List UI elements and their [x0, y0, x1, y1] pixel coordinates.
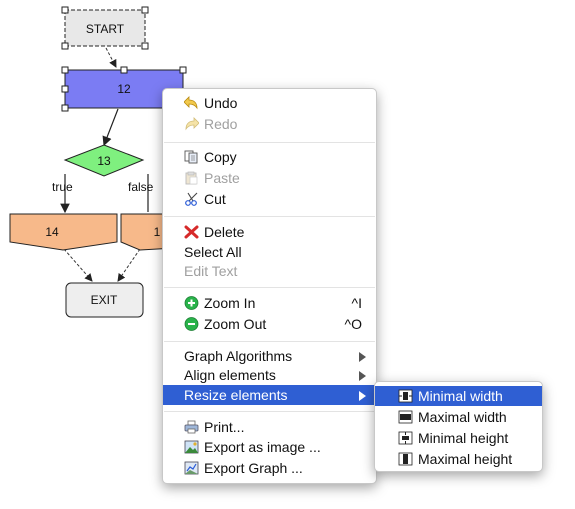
menu-item-undo[interactable]: Undo	[163, 93, 376, 113]
node-14[interactable]: 14	[9, 213, 118, 251]
zoom-in-shortcut: ^I	[351, 295, 362, 311]
menu-item-cut[interactable]: Cut	[163, 189, 376, 209]
edge-12-13	[102, 108, 119, 147]
submenu-item-maximal-width[interactable]: Maximal width	[375, 407, 542, 427]
submenu-item-minimal-width[interactable]: Minimal width	[375, 386, 542, 406]
menu-item-delete-label: Delete	[204, 224, 245, 240]
menu-item-export-image[interactable]: Export as image ...	[163, 437, 376, 457]
node-13[interactable]: 13	[63, 144, 145, 177]
menu-item-select-all[interactable]: Select All	[163, 242, 376, 262]
menu-item-copy-label: Copy	[204, 149, 237, 165]
zoom-in-icon	[184, 296, 199, 310]
menu-separator	[164, 287, 375, 288]
node-1x-label: 1	[154, 225, 161, 239]
menu-item-cut-label: Cut	[204, 191, 226, 207]
menu-item-print-label: Print...	[204, 419, 245, 435]
node-start-label: START	[86, 22, 125, 36]
delete-x-icon	[184, 225, 199, 239]
menu-item-redo-label: Redo	[204, 116, 238, 132]
zoom-out-shortcut: ^O	[344, 316, 362, 332]
copy-icon	[184, 150, 198, 164]
edge-label-false: false	[128, 180, 154, 194]
submenu-item-maximal-height[interactable]: Maximal height	[375, 449, 542, 469]
menu-item-paste[interactable]: Paste	[163, 168, 376, 188]
menu-item-copy[interactable]: Copy	[163, 147, 376, 167]
menu-item-paste-label: Paste	[204, 170, 240, 186]
maximal-width-icon	[398, 410, 413, 424]
context-menu: Undo Redo Copy Paste	[162, 88, 377, 484]
menu-item-align-elements[interactable]: Align elements	[163, 365, 376, 385]
node-12-label: 12	[117, 82, 131, 96]
node-exit[interactable]: EXIT	[65, 282, 144, 318]
menu-item-print[interactable]: Print...	[163, 417, 376, 437]
undo-icon	[184, 96, 198, 110]
edge-label-true: true	[52, 180, 73, 194]
menu-item-undo-label: Undo	[204, 95, 238, 111]
edge-14-exit	[63, 248, 93, 282]
menu-separator	[164, 341, 375, 342]
menu-item-resize-elements[interactable]: Resize elements	[163, 385, 376, 405]
menu-item-redo[interactable]: Redo	[163, 114, 376, 134]
submenu-arrow-icon	[359, 352, 366, 362]
menu-separator	[164, 142, 375, 143]
submenu-arrow-icon	[359, 391, 366, 401]
node-13-label: 13	[97, 154, 111, 168]
submenu-arrow-icon	[359, 371, 366, 381]
menu-item-graph-algorithms-label: Graph Algorithms	[184, 348, 293, 364]
printer-icon	[184, 420, 199, 434]
menu-separator	[164, 411, 375, 412]
menu-item-zoom-out-label: Zoom Out	[204, 316, 267, 332]
export-graph-icon	[184, 461, 199, 475]
node-start[interactable]: START	[61, 6, 149, 50]
maximal-height-icon	[398, 452, 413, 466]
submenu-item-maximal-height-label: Maximal height	[418, 451, 513, 467]
submenu-item-minimal-height-label: Minimal height	[418, 430, 509, 446]
menu-item-select-all-label: Select All	[184, 244, 242, 260]
submenu-item-minimal-height[interactable]: Minimal height	[375, 428, 542, 448]
submenu-item-minimal-width-label: Minimal width	[418, 388, 503, 404]
menu-item-graph-algorithms[interactable]: Graph Algorithms	[163, 346, 376, 366]
edge-1x-exit	[117, 248, 141, 282]
menu-item-resize-elements-label: Resize elements	[184, 387, 288, 403]
resize-submenu: Minimal width Maximal width Minimal heig…	[374, 381, 543, 472]
node-exit-label: EXIT	[91, 293, 118, 307]
edge-start-12	[105, 47, 117, 68]
minimal-width-icon	[398, 389, 413, 403]
menu-item-align-elements-label: Align elements	[184, 367, 276, 383]
menu-item-zoom-in[interactable]: Zoom In ^I	[163, 293, 376, 313]
zoom-out-icon	[184, 317, 199, 331]
redo-icon	[185, 117, 199, 131]
minimal-height-icon	[398, 431, 413, 445]
menu-item-edit-text[interactable]: Edit Text	[163, 261, 376, 281]
menu-separator	[164, 216, 375, 217]
menu-item-export-image-label: Export as image ...	[204, 439, 321, 455]
menu-item-zoom-out[interactable]: Zoom Out ^O	[163, 314, 376, 334]
submenu-item-maximal-width-label: Maximal width	[418, 409, 507, 425]
menu-item-export-graph[interactable]: Export Graph ...	[163, 458, 376, 478]
scissors-icon	[185, 192, 198, 206]
menu-item-edit-text-label: Edit Text	[184, 263, 238, 279]
node-14-label: 14	[45, 225, 59, 239]
export-image-icon	[184, 440, 199, 454]
menu-item-delete[interactable]: Delete	[163, 222, 376, 242]
menu-item-export-graph-label: Export Graph ...	[204, 460, 303, 476]
paste-icon	[185, 171, 198, 185]
menu-item-zoom-in-label: Zoom In	[204, 295, 256, 311]
